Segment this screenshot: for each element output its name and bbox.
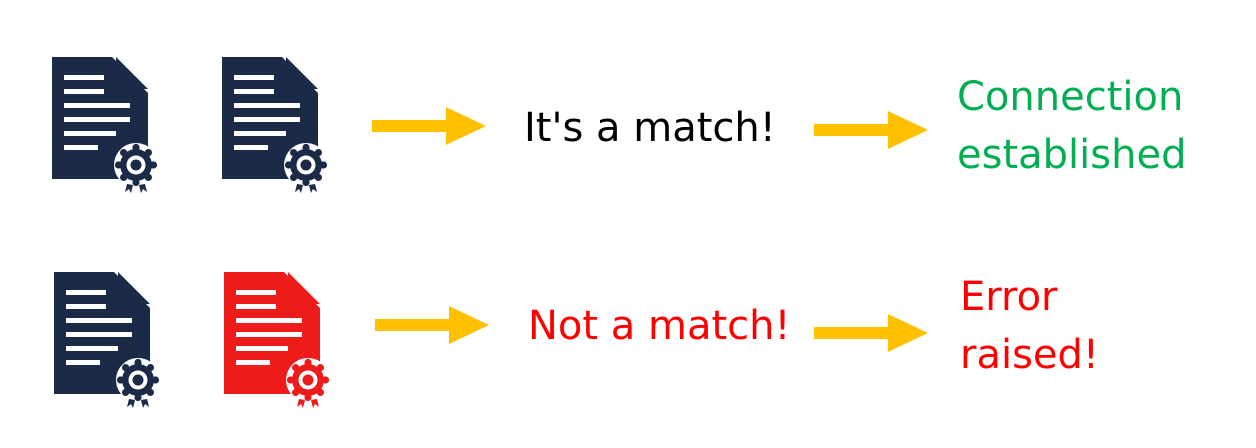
- right-arrow-icon: [814, 312, 930, 356]
- result-line: Connection: [957, 74, 1184, 120]
- mismatch-label: Not a match!: [528, 303, 791, 349]
- match-label: It's a match!: [524, 105, 776, 151]
- right-arrow-icon: [375, 304, 491, 348]
- right-arrow-icon: [372, 105, 488, 149]
- certificate-icon: [50, 55, 160, 195]
- invalid-certificate-icon: [222, 270, 332, 410]
- result-line: established: [957, 132, 1187, 178]
- right-arrow-icon: [814, 109, 930, 153]
- certificate-icon: [220, 55, 330, 195]
- result-text: Connection established: [957, 68, 1186, 184]
- certificate-icon: [52, 270, 162, 410]
- result-line: Error: [960, 274, 1058, 320]
- result-text: Error raised!: [960, 268, 1099, 384]
- result-line: raised!: [960, 332, 1099, 378]
